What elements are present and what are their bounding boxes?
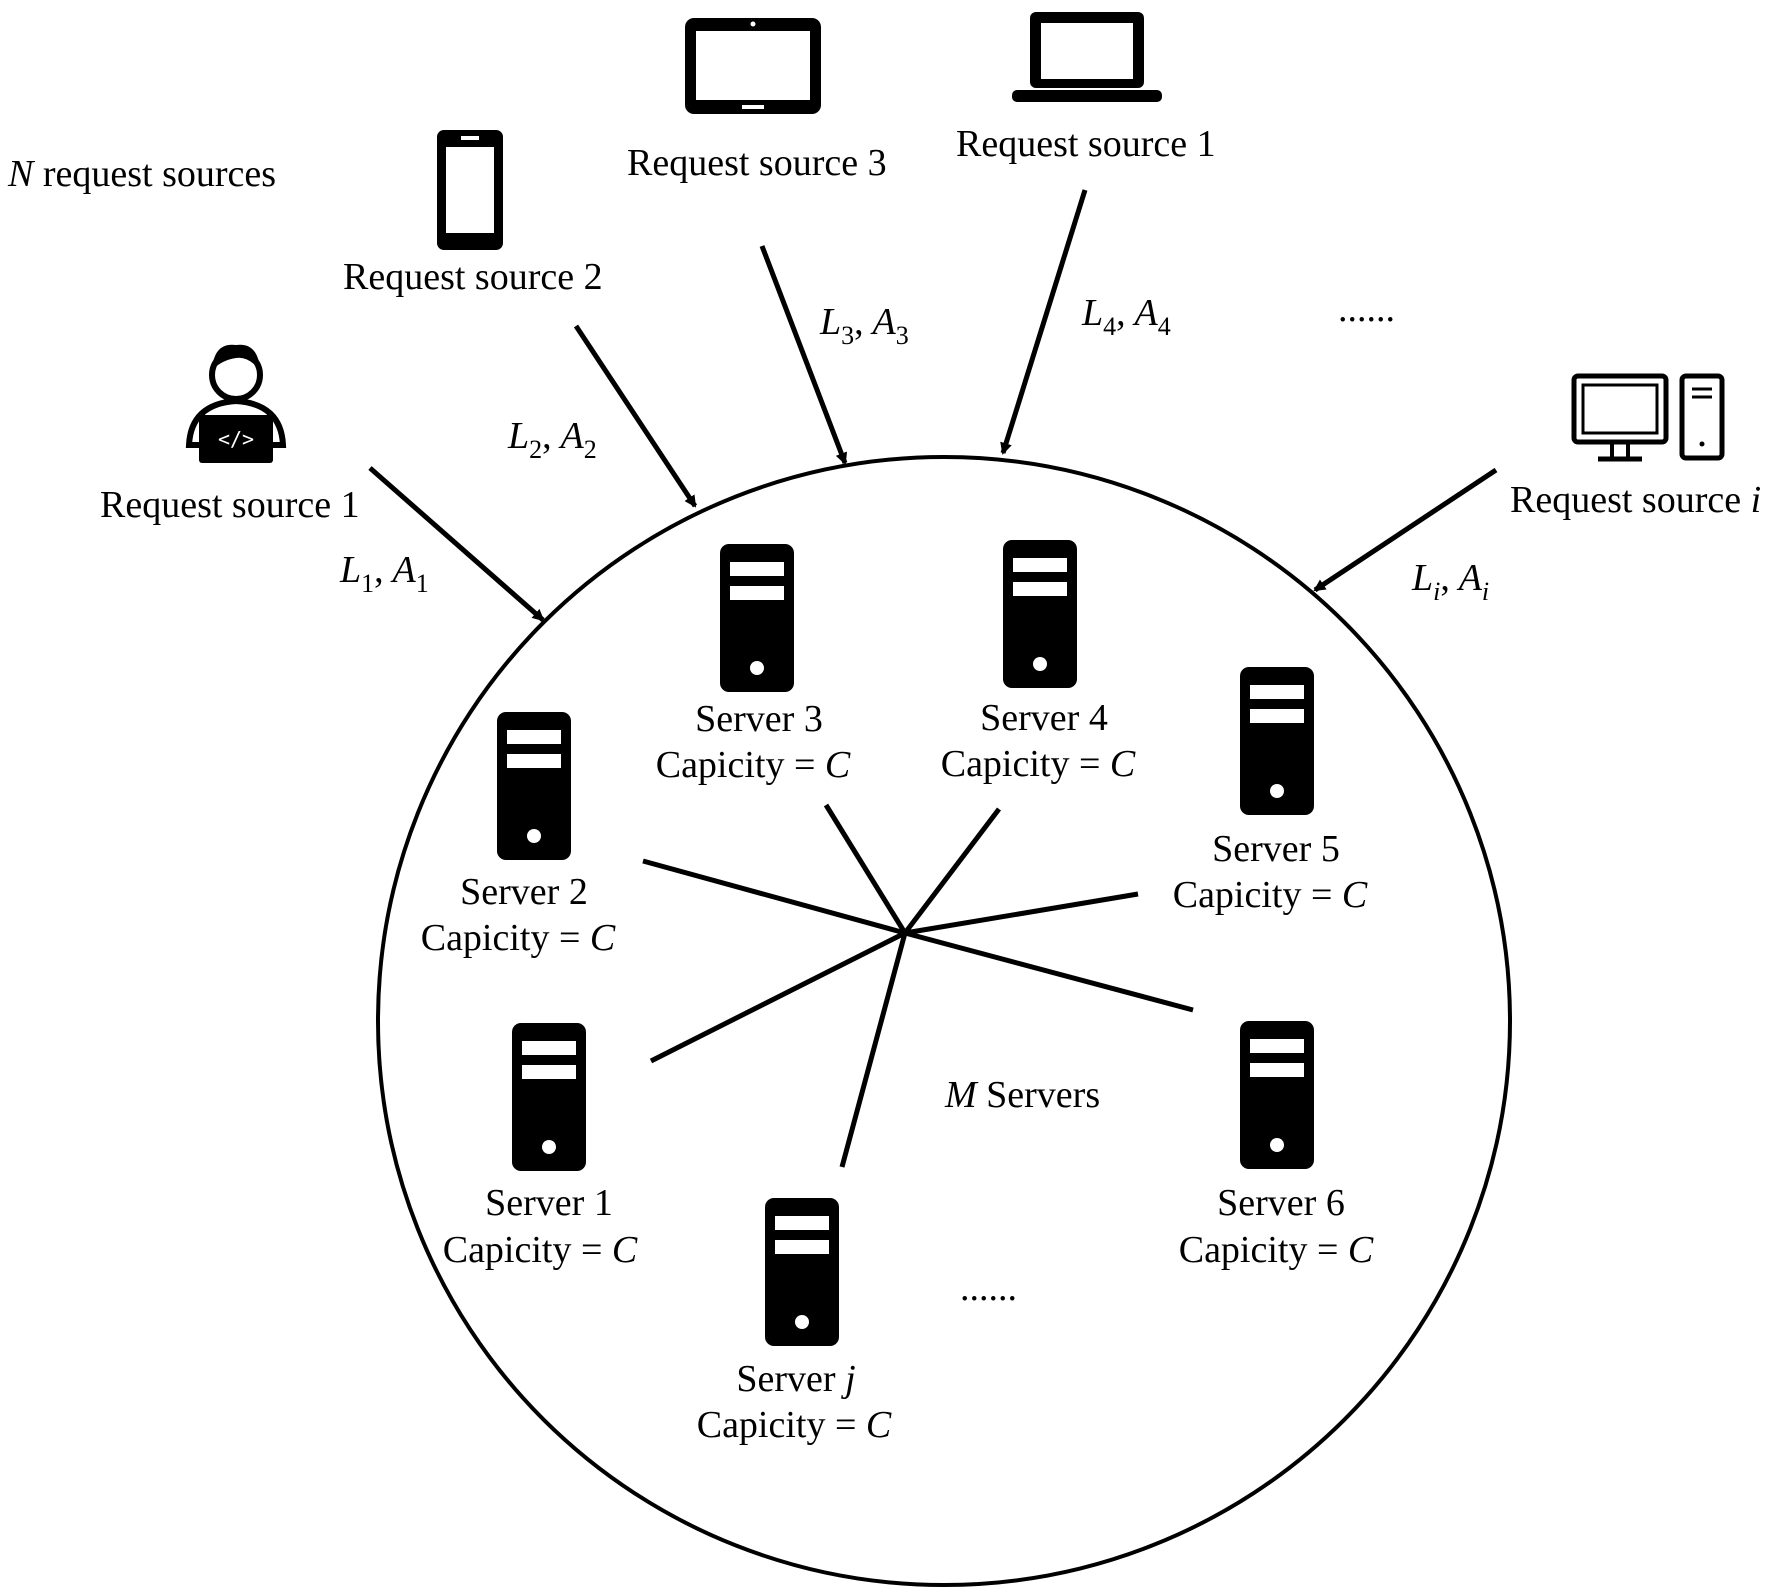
laptop-icon (1012, 12, 1162, 102)
server-5-label: Server 5 Capicity = C (1173, 828, 1368, 916)
server-j-icon (765, 1198, 839, 1346)
cluster-label: M Servers (944, 1074, 1100, 1116)
server-name: Server j (736, 1358, 855, 1400)
server-capacity: Capicity = C (656, 744, 851, 786)
link-label-4: L4, A4 (1081, 292, 1171, 341)
request-arrow-1 (368, 466, 545, 622)
server-name: Server 5 (1212, 828, 1340, 870)
server-3-label: Server 3 Capicity = C (656, 698, 851, 786)
request-source-label-tablet: Request source 3 (627, 142, 887, 184)
interconnect-line-server-4 (903, 807, 1001, 935)
request-source-label-desktop: Request source i (1510, 479, 1761, 521)
server-capacity: Capicity = C (443, 1229, 638, 1271)
svg-text:</>: </> (218, 427, 254, 451)
server-name: Server 6 (1217, 1182, 1345, 1224)
request-arrow-4 (1000, 189, 1088, 455)
request-arrow-2 (573, 324, 698, 508)
request-arrow-i (1313, 467, 1498, 593)
servers-ellipsis: ...... (960, 1267, 1017, 1309)
interconnect-line-server-j (839, 932, 908, 1168)
request-source-label-person: Request source 1 (100, 484, 360, 526)
server-3-icon (720, 544, 794, 692)
interconnect-line-server-6 (904, 930, 1194, 1013)
request-source-label-laptop: Request source 1 (956, 123, 1216, 165)
server-name: Server 3 (695, 698, 823, 740)
link-label-2: L2, A2 (507, 415, 597, 464)
server-6-icon (1240, 1021, 1314, 1169)
sources-ellipsis: ...... (1338, 288, 1395, 330)
server-name: Server 1 (485, 1182, 613, 1224)
server-2-icon (497, 712, 571, 860)
server-cluster-circle (376, 455, 1512, 1587)
link-label-i: Li, Ai (1411, 557, 1489, 606)
server-capacity: Capicity = C (1173, 874, 1368, 916)
smartphone-icon (437, 130, 503, 250)
interconnect-line-server-1 (649, 930, 907, 1064)
server-interconnect (642, 803, 1194, 1168)
server-name: Server 2 (460, 871, 588, 913)
interconnect-line-server-3 (823, 803, 908, 935)
request-arrow-3 (759, 245, 848, 465)
server-capacity: Capicity = C (421, 917, 616, 959)
interconnect-line-server-2 (642, 858, 906, 936)
desktop-computer-icon (1571, 373, 1725, 462)
request-source-label-phone: Request source 2 (343, 256, 603, 298)
server-4-label: Server 4 Capicity = C (941, 697, 1136, 785)
server-capacity: Capicity = C (941, 743, 1136, 785)
link-label-1: L1, A1 (339, 549, 429, 598)
title: N request sources (7, 153, 276, 195)
server-2-label: Server 2 Capicity = C (421, 871, 616, 959)
server-capacity: Capicity = C (1179, 1229, 1374, 1271)
server-j-label: Server j Capicity = C (697, 1358, 892, 1446)
server-capacity: Capicity = C (697, 1404, 892, 1446)
interconnect-line-server-5 (904, 891, 1139, 936)
link-label-3: L3, A3 (819, 301, 909, 350)
server-6-label: Server 6 Capicity = C (1179, 1182, 1374, 1271)
tablet-icon (685, 18, 821, 114)
person-laptop-icon: </> (185, 344, 287, 463)
server-5-icon (1240, 667, 1314, 815)
server-4-icon (1003, 540, 1077, 688)
server-name: Server 4 (980, 697, 1108, 739)
server-1-label: Server 1 Capicity = C (443, 1182, 638, 1271)
server-1-icon (512, 1023, 586, 1171)
